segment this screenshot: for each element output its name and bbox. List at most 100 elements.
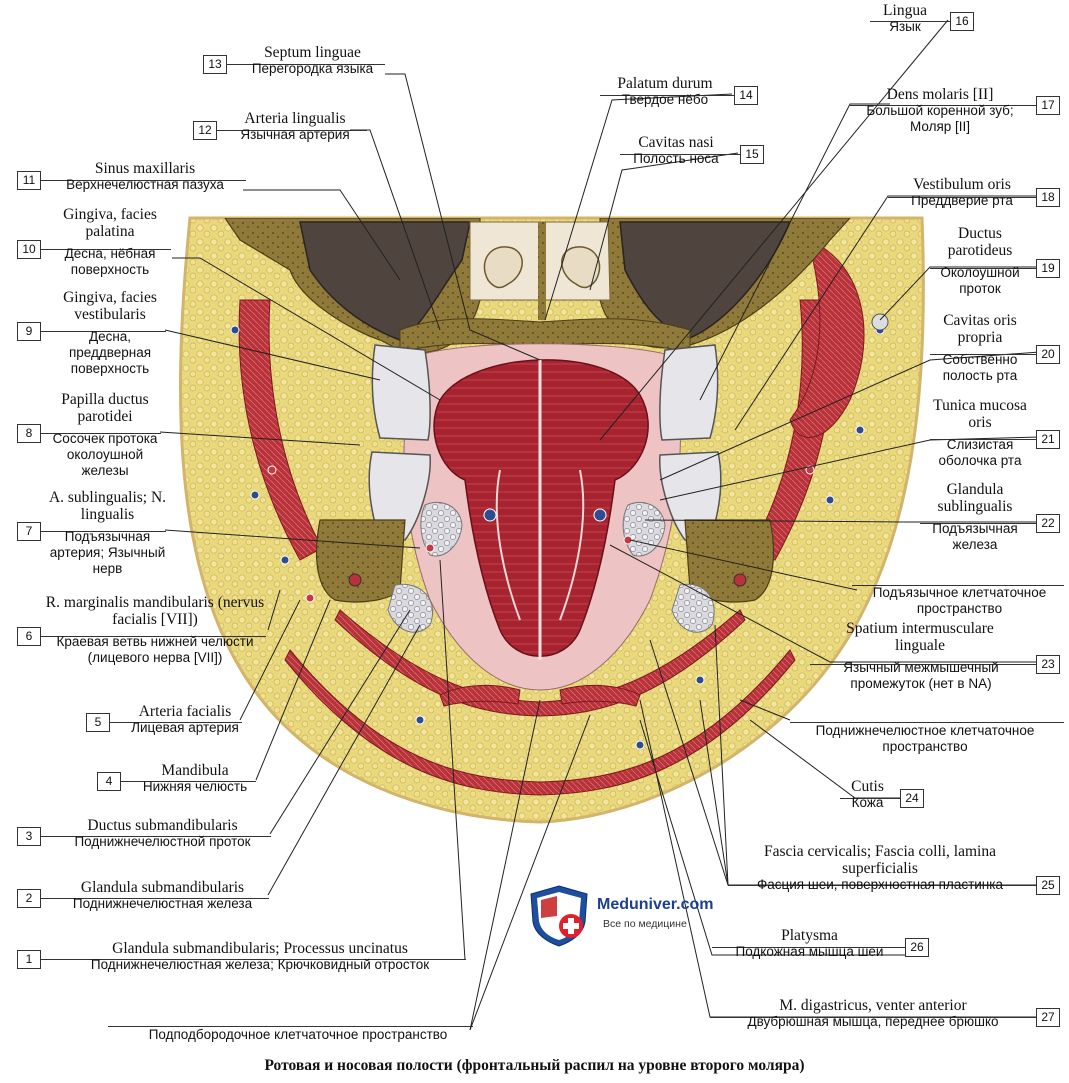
label-mandibula: Mandibula Нижняя челюсть (120, 762, 270, 795)
label-russian: Фасция шеи, поверхностная пластинка (757, 877, 1003, 892)
label-russian: Верхнечелюстная пазуха (66, 177, 224, 192)
label-russian: Поднижнечелюстная железа (72, 896, 253, 911)
label-underline (870, 21, 950, 22)
label-number-12: 12 (193, 121, 217, 140)
label-gingiva-vestibularis: Gingiva, facies vestibularis Десна, пред… (50, 289, 170, 377)
label-vestibulum-oris: Vestibulum oris Преддверие рта (888, 176, 1036, 209)
label-underline (108, 1026, 473, 1027)
label-underline (620, 154, 740, 155)
label-m-digastricus: M. digastricus, venter anterior Двубрюшн… (710, 997, 1036, 1030)
label-arteria-facialis: Arteria facialis Лицевая артерия (110, 703, 260, 736)
label-septum-linguae: Septum linguae Перегородка языка (225, 44, 400, 77)
label-number-8: 8 (17, 424, 41, 443)
label-underline (930, 268, 1036, 269)
label-latin: Gingiva, facies vestibularis (63, 289, 157, 323)
label-latin: Gingiva, facies palatina (63, 206, 157, 240)
label-russian: Сосочек протока околоушной железы (52, 431, 158, 478)
label-underline (227, 64, 385, 65)
label-underline (852, 585, 1064, 586)
mandible-left (315, 519, 406, 603)
label-russian: Полость носа (633, 151, 719, 166)
label-latin: Spatium intermusculare linguale (846, 620, 994, 654)
label-processus-uncinatus: Glandula submandibularis; Processus unci… (45, 940, 475, 973)
label-latin: M. digastricus, venter anterior (779, 997, 967, 1014)
figure-caption: Ротовая и носовая полости (фронтальный р… (264, 1057, 805, 1074)
label-russian: Кожа (851, 795, 884, 810)
label-sublingual-space: Подъязычное клетчаточное пространство (852, 585, 1067, 617)
label-submental-space: Подподбородочное клетчаточное пространст… (108, 1027, 488, 1043)
label-underline (41, 180, 246, 181)
label-latin: Arteria facialis (138, 703, 232, 720)
label-underline (930, 354, 1036, 355)
logo-name: Meduniver.com (597, 896, 714, 913)
label-number-1: 1 (17, 950, 41, 969)
label-platysma: Platysma Подкожная мышца шеи (712, 927, 907, 960)
label-number-20: 20 (1036, 345, 1060, 364)
label-number-19: 19 (1036, 259, 1060, 278)
label-latin: Platysma (781, 927, 838, 944)
label-underline (920, 523, 1036, 524)
label-underline (888, 197, 1036, 198)
label-fascia-cervicalis: Fascia cervicalis; Fascia colli, lamina … (725, 843, 1035, 893)
label-russian: Твердое нёбо (621, 92, 709, 107)
label-latin: Cutis (851, 778, 884, 795)
label-number-3: 3 (17, 827, 41, 846)
label-number-15: 15 (740, 145, 764, 164)
label-russian: Лицевая артерия (131, 720, 239, 735)
label-number-16: 16 (950, 12, 974, 31)
label-russian: Подподбородочное клетчаточное пространст… (148, 1027, 448, 1042)
label-number-5: 5 (86, 713, 110, 732)
label-underline (840, 798, 900, 799)
label-russian: Десна, нёбная поверхность (64, 246, 156, 277)
label-spatium-intermusculare: Spatium intermusculare linguale Язычный … (810, 620, 1035, 692)
label-underline (712, 947, 905, 948)
label-underline (728, 885, 1036, 886)
label-number-11: 11 (17, 171, 41, 190)
tooth-left-upper (371, 344, 431, 441)
label-russian: Подъязычное клетчаточное пространство (872, 585, 1047, 616)
label-russian: Поднижнечелюстное клетчаточное пространс… (815, 723, 1035, 754)
label-latin: Sinus maxillaris (94, 160, 196, 177)
label-underline (41, 959, 466, 960)
label-number-26: 26 (905, 938, 929, 957)
label-russian: Поднижнечелюстной проток (74, 834, 251, 849)
label-underline (41, 433, 161, 434)
label-r-marginalis: R. marginalis mandibularis (nervus facia… (45, 594, 265, 666)
label-latin: A. sublingualis; N. lingualis (48, 489, 167, 523)
label-russian: Краевая ветвь нижней челюсти (лицевого н… (56, 634, 254, 665)
label-underline (930, 439, 1036, 440)
label-cutis: Cutis Кожа (835, 778, 900, 811)
label-russian: Перегородка языка (251, 61, 374, 76)
label-latin: Papilla ductus parotidei (61, 391, 149, 425)
label-arteria-lingualis: Arteria lingualis Язычная артерия (215, 110, 375, 143)
label-underline (710, 1017, 1036, 1018)
logo-tagline: Все по медицине (603, 918, 687, 930)
label-ductus-parotideus: Ductus parotideus Околоушной проток (925, 225, 1035, 297)
tooth-left-lower (368, 451, 431, 541)
label-latin: Arteria lingualis (244, 110, 346, 127)
label-number-17: 17 (1036, 96, 1060, 115)
label-russian: Нижняя челюсть (142, 779, 248, 794)
label-glandula-submandibularis: Glandula submandibularis Поднижнечелюстн… (45, 879, 280, 912)
label-underline (41, 331, 166, 332)
label-latin: Palatum durum (617, 75, 713, 92)
leader-lines (159, 19, 1041, 1031)
label-russian: Подкожная мышца шеи (735, 944, 884, 959)
label-underline (121, 781, 256, 782)
label-number-9: 9 (17, 322, 41, 341)
label-number-27: 27 (1036, 1008, 1060, 1027)
label-submandibular-space: Поднижнечелюстное клетчаточное пространс… (790, 723, 1069, 755)
label-underline (110, 722, 242, 723)
label-number-22: 22 (1036, 514, 1060, 533)
label-number-21: 21 (1036, 430, 1060, 449)
label-number-18: 18 (1036, 188, 1060, 207)
label-number-23: 23 (1036, 655, 1060, 674)
label-number-10: 10 (17, 240, 41, 259)
meduniver-logo[interactable]: Meduniver.com Все по медицине (527, 884, 747, 948)
label-papilla-ductus-parotidei: Papilla ductus parotidei Сосочек протока… (45, 391, 165, 479)
label-underline (600, 95, 734, 96)
label-gingiva-palatina: Gingiva, facies palatina Десна, нёбная п… (50, 206, 170, 278)
label-russian: Поднижнечелюстная железа; Крючковидный о… (90, 957, 430, 972)
